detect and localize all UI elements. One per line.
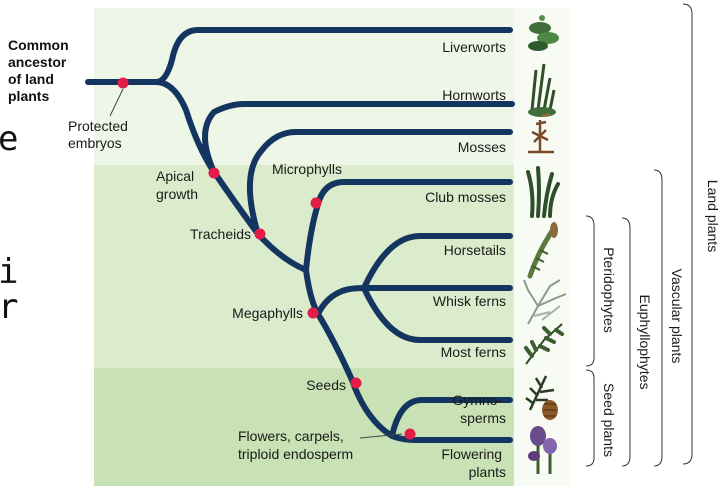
node-seeds — [351, 378, 362, 389]
trait-seeds: Seeds — [306, 377, 346, 393]
bracket-vascular-plants — [654, 170, 662, 466]
bracket-land-plants — [683, 4, 692, 464]
taxon-club-mosses: Club mosses — [425, 189, 506, 205]
gymnosperms-line-2: sperms — [460, 410, 506, 426]
bracket-seed-plants — [586, 370, 594, 466]
bracket-pteridophytes — [586, 216, 594, 366]
node-protected-embryos — [118, 78, 129, 89]
embryos-line-1: Protected — [68, 118, 128, 134]
ancestor-label: Common ancestor of land plants — [8, 37, 73, 104]
group-pteridophytes: Pteridophytes — [601, 247, 617, 333]
apical-line-1: Apical — [156, 168, 194, 184]
group-land-plants: Land plants — [705, 180, 721, 252]
taxon-most-ferns: Most ferns — [441, 344, 506, 360]
trait-megaphylls: Megaphylls — [232, 305, 303, 321]
node-tracheids — [255, 229, 266, 240]
group-seed-plants: Seed plants — [601, 383, 617, 457]
node-apical-growth — [209, 168, 220, 179]
taxon-hornworts: Hornworts — [442, 87, 506, 103]
trait-tracheids: Tracheids — [190, 226, 251, 242]
flowers-line-2: triploid endosperm — [238, 446, 353, 462]
side-fragment-2: i — [0, 252, 18, 292]
gymnosperms-line-1: Gymno- — [452, 392, 502, 408]
flowering-line-1: Flowering — [441, 446, 502, 462]
taxon-horsetails: Horsetails — [444, 242, 506, 258]
taxon-whisk-ferns: Whisk ferns — [433, 293, 506, 309]
ancestor-line-1: Common — [8, 37, 69, 53]
embryos-line-2: embryos — [68, 135, 122, 151]
taxon-mosses: Mosses — [458, 139, 506, 155]
ancestor-line-3: of land — [8, 71, 54, 87]
side-fragment-1: e — [0, 119, 18, 159]
ancestor-line-4: plants — [8, 88, 49, 104]
side-fragment-3: r — [0, 287, 18, 327]
node-flowers — [405, 429, 416, 440]
flowering-line-2: plants — [469, 464, 506, 480]
group-euphyllophytes: Euphyllophytes — [637, 295, 653, 390]
group-vascular-plants: Vascular plants — [669, 269, 685, 364]
seed-plant-panel — [94, 368, 514, 486]
ancestor-line-2: ancestor — [8, 54, 67, 70]
bracket-euphyllophytes — [622, 218, 630, 466]
flowers-line-1: Flowers, carpels, — [238, 428, 344, 444]
taxon-liverworts: Liverworts — [442, 39, 506, 55]
apical-line-2: growth — [156, 186, 198, 202]
node-megaphylls — [308, 308, 319, 319]
node-microphylls — [311, 198, 322, 209]
trait-microphylls: Microphylls — [272, 161, 342, 177]
